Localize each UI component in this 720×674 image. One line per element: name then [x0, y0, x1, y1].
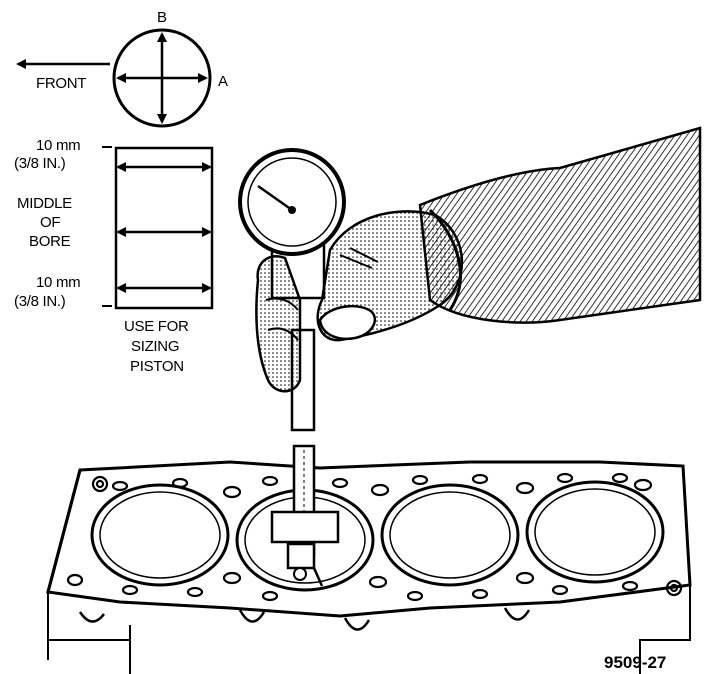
- thumb: [318, 304, 377, 340]
- bottom-offset-in: (3/8 IN.): [14, 293, 66, 310]
- orientation-circle: [112, 28, 212, 128]
- dial-bore-gauge-icon: [238, 148, 346, 587]
- bore-3: [380, 483, 520, 587]
- middle-label-1: MIDDLE: [17, 195, 72, 212]
- top-offset-in: (3/8 IN.): [14, 155, 66, 172]
- middle-label-3: BORE: [29, 233, 71, 250]
- dial-needle: [257, 184, 293, 212]
- note-label-2: SIZING: [131, 338, 179, 355]
- middle-label-2: OF: [40, 214, 60, 231]
- bore-4: [525, 480, 665, 584]
- dial-face: [238, 148, 346, 256]
- bore-outline: [114, 146, 214, 310]
- note-label-1: USE FOR: [124, 318, 189, 335]
- front-label: FRONT: [36, 75, 86, 92]
- figure-number: 9509-27: [604, 653, 666, 672]
- bore-1: [90, 483, 230, 587]
- hand-icon: [255, 126, 702, 393]
- sleeve: [418, 126, 702, 324]
- bore-measurement-chart: 10 mm (3/8 IN.) MIDDLE OF BORE 10 mm (3/…: [14, 137, 214, 375]
- fingers: [255, 255, 302, 393]
- top-offset-mm: 10 mm: [36, 137, 80, 154]
- orientation-indicator: B A FRONT: [16, 9, 228, 128]
- note-label-3: PISTON: [130, 358, 184, 375]
- axis-b-label: B: [157, 9, 167, 26]
- axis-a-label: A: [218, 73, 228, 90]
- cylinder-block-icon: [46, 460, 692, 674]
- bottom-offset-mm: 10 mm: [36, 274, 80, 291]
